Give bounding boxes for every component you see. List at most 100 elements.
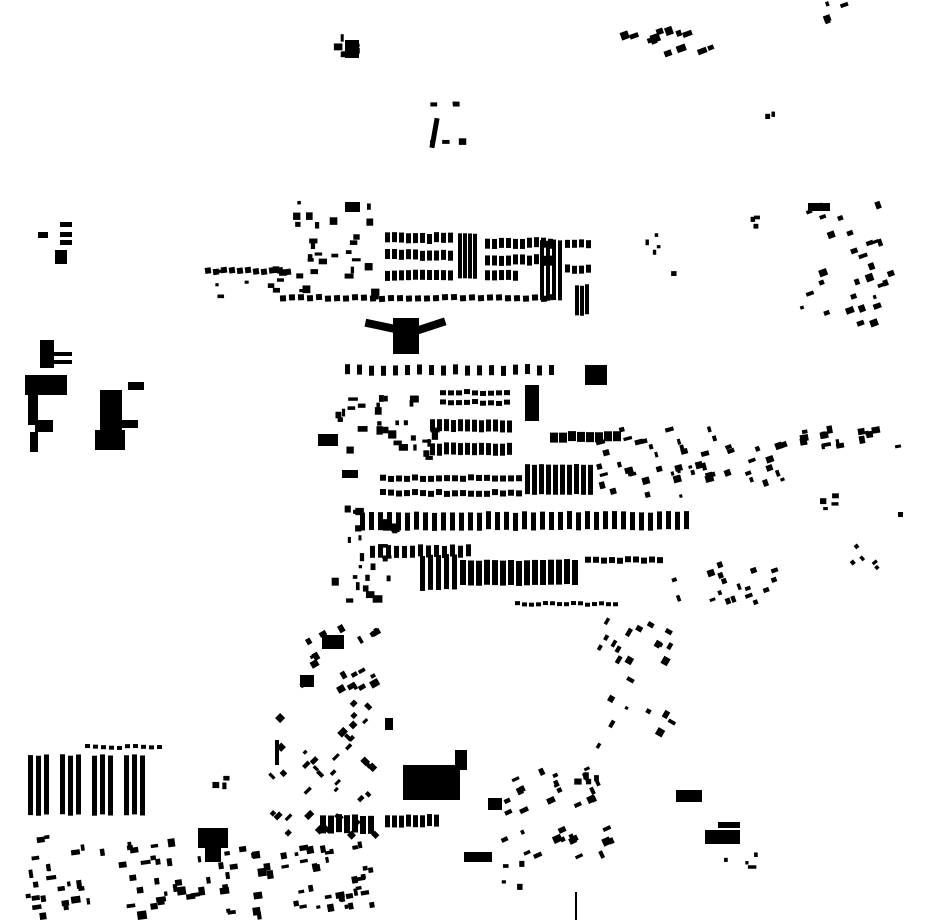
building	[364, 318, 398, 334]
building	[28, 395, 38, 425]
building	[296, 273, 304, 279]
building	[623, 435, 633, 442]
building	[871, 426, 881, 434]
building	[595, 432, 603, 443]
building	[821, 431, 827, 439]
building	[406, 814, 411, 827]
building	[678, 494, 683, 499]
building	[595, 742, 602, 749]
building	[458, 419, 463, 432]
building	[92, 755, 97, 816]
building	[392, 232, 397, 243]
building	[770, 567, 779, 574]
building	[396, 512, 401, 531]
building	[779, 440, 788, 449]
building	[302, 760, 311, 770]
building	[412, 474, 418, 481]
building	[486, 419, 491, 432]
building	[238, 845, 247, 853]
building	[342, 470, 358, 478]
building	[602, 825, 612, 833]
building	[546, 464, 551, 495]
building	[284, 829, 292, 837]
building	[539, 464, 544, 495]
building	[500, 490, 506, 497]
building	[351, 258, 361, 262]
building	[592, 602, 597, 607]
building	[28, 869, 34, 879]
building	[717, 589, 723, 596]
building	[334, 778, 342, 786]
building	[607, 837, 615, 845]
building	[451, 442, 456, 455]
building	[573, 801, 582, 809]
building	[205, 876, 211, 884]
building	[38, 232, 48, 238]
building	[380, 489, 386, 496]
building	[347, 406, 356, 410]
building	[724, 857, 728, 862]
building	[492, 238, 497, 249]
building	[675, 511, 680, 530]
building	[496, 390, 502, 396]
building	[314, 252, 323, 256]
building	[596, 463, 603, 471]
building	[506, 255, 511, 266]
building	[771, 111, 776, 117]
building	[537, 365, 542, 376]
building	[432, 512, 437, 531]
building	[345, 202, 360, 212]
building	[355, 507, 364, 516]
building	[236, 267, 244, 275]
building	[357, 667, 366, 675]
building	[546, 796, 556, 805]
building	[428, 490, 434, 497]
building	[185, 893, 196, 900]
building	[136, 910, 148, 921]
building	[163, 891, 168, 897]
building	[701, 462, 708, 471]
building	[406, 249, 411, 260]
building	[594, 775, 599, 782]
building	[358, 565, 363, 569]
building	[525, 364, 530, 375]
building	[359, 553, 365, 562]
building	[747, 865, 757, 869]
building	[676, 790, 702, 802]
building	[648, 512, 653, 531]
building	[430, 140, 434, 146]
building	[364, 263, 373, 271]
building	[583, 772, 589, 780]
building	[540, 559, 546, 585]
building	[420, 269, 425, 280]
building	[357, 794, 365, 803]
building	[886, 269, 895, 278]
building	[350, 671, 359, 678]
building	[355, 525, 362, 532]
building	[101, 745, 106, 750]
building	[442, 139, 450, 144]
building	[452, 475, 458, 482]
building	[362, 865, 368, 871]
building	[583, 766, 591, 772]
building	[335, 891, 346, 899]
building	[307, 258, 314, 262]
building	[553, 782, 560, 788]
building	[484, 559, 490, 585]
building	[567, 511, 572, 530]
building	[318, 434, 338, 446]
building	[865, 239, 874, 247]
building	[368, 815, 374, 834]
building	[477, 365, 482, 376]
building	[464, 389, 470, 395]
building	[396, 490, 402, 497]
building	[413, 233, 418, 244]
building	[621, 511, 626, 530]
building	[304, 809, 315, 821]
building	[574, 464, 579, 495]
building	[60, 754, 65, 815]
building	[648, 443, 654, 450]
building	[404, 490, 410, 497]
building	[60, 232, 72, 237]
building	[310, 269, 319, 275]
